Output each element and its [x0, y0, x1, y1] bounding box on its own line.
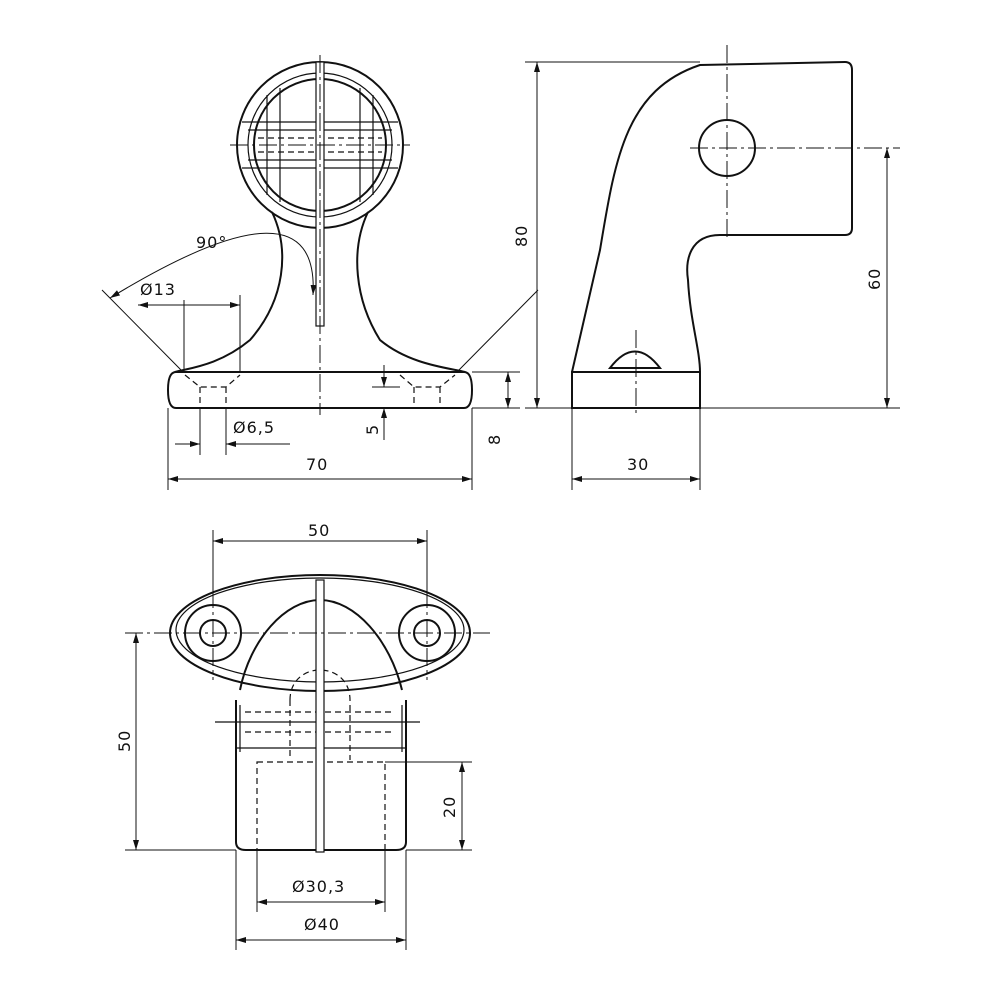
front-view — [166, 55, 474, 415]
dim-base-height: 8 — [485, 434, 504, 445]
dim-height: 80 — [512, 225, 531, 247]
dim-hole-spacing: 50 — [308, 521, 330, 540]
dim-socket-outer: Ø40 — [304, 915, 340, 934]
dim-hole: Ø6,5 — [233, 418, 275, 437]
top-view — [125, 574, 490, 853]
dim-angle: 90° — [196, 233, 227, 252]
dim-socket-inner: Ø30,3 — [292, 877, 345, 896]
dim-center-height: 60 — [865, 268, 884, 290]
dim-width: 70 — [306, 455, 328, 474]
dim-base-depth: 30 — [627, 455, 649, 474]
dim-counterbore: Ø13 — [140, 280, 176, 299]
dim-center-bottom: 50 — [115, 730, 134, 752]
dim-socket-depth: 20 — [440, 796, 459, 818]
dim-depth: 5 — [363, 424, 382, 435]
dimensions: 90° Ø13 Ø6,5 5 8 70 80 60 30 50 50 20 — [101, 61, 900, 950]
side-view — [571, 45, 900, 415]
